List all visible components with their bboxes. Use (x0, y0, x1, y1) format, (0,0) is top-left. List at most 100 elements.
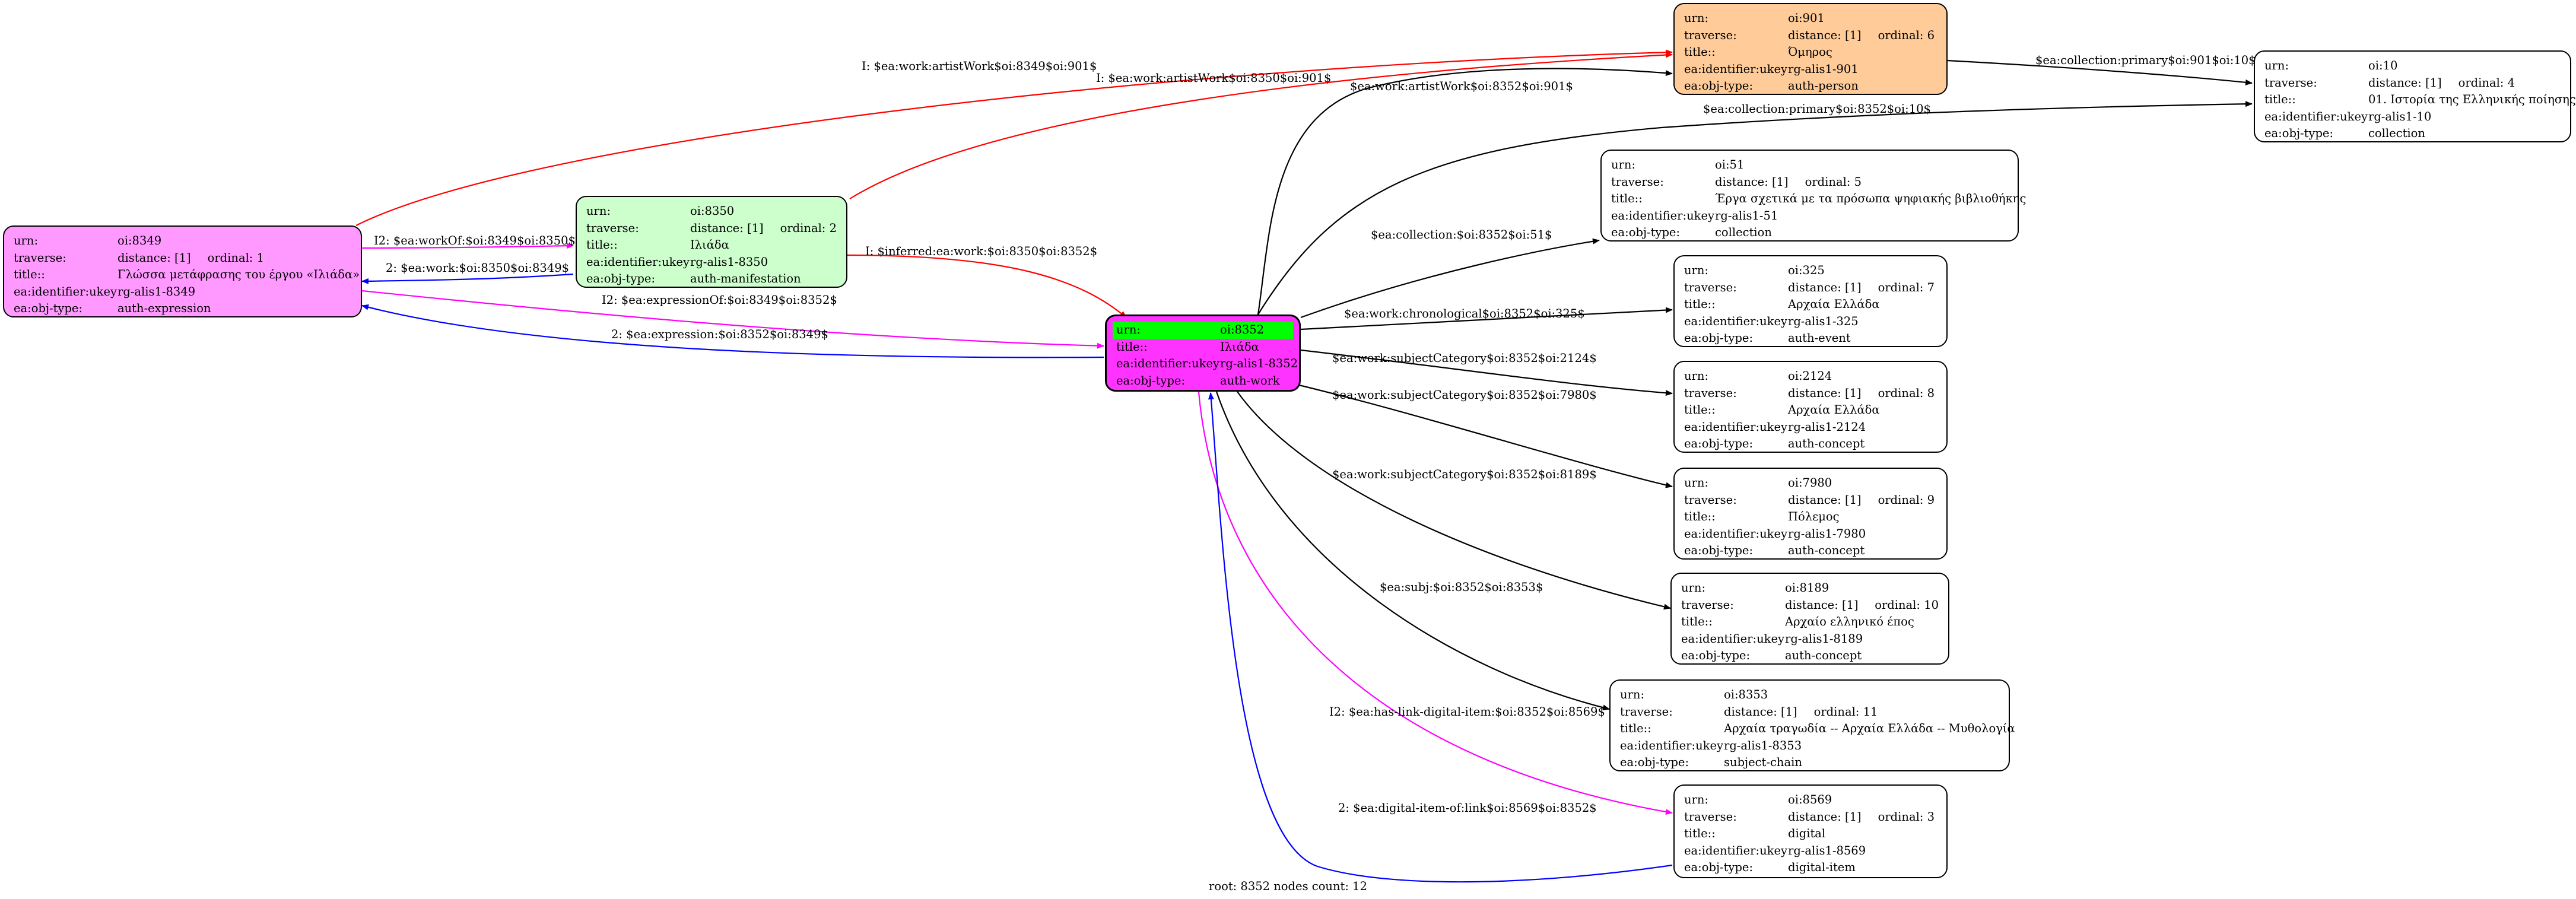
objtype-value: collection (1715, 225, 1772, 239)
edge-8352-51 (1300, 238, 1600, 319)
node-8349[interactable]: urn:oi:8349 traverse:distance: [1]ordina… (3, 225, 362, 317)
objtype-value: auth-concept (1788, 437, 1865, 450)
urn-value: oi:8350 (690, 204, 735, 218)
distance-value: distance: [1] (1788, 386, 1862, 400)
node-8189[interactable]: urn:oi:8189 traverse:distance: [1]ordina… (1670, 573, 1949, 665)
urn-value: oi:51 (1715, 158, 1745, 171)
node-51[interactable]: urn:oi:51 traverse:distance: [1]ordinal:… (1600, 150, 2026, 242)
field-label: ea:obj-type: (1684, 79, 1754, 93)
field-label: traverse: (1620, 704, 1673, 719)
urn-value: oi:2124 (1788, 369, 1832, 383)
field-label: traverse: (586, 221, 639, 235)
field-label: ea:identifier:ukey (14, 284, 117, 298)
field-label: urn: (1684, 476, 1709, 490)
field-label: ea:identifier:ukey (1681, 631, 1784, 646)
field-label: ea:identifier:ukey (1684, 314, 1787, 328)
field-label: title:: (1681, 615, 1713, 628)
field-label: urn: (1684, 11, 1709, 25)
edge-label: I2: $ea:expressionOf:$oi:8349$oi:8352$ (602, 293, 837, 307)
field-label: ea:obj-type: (1684, 544, 1754, 557)
ordinal-value: ordinal: 6 (1878, 28, 1935, 42)
field-label: urn: (1684, 369, 1709, 383)
field-label: title:: (1684, 403, 1716, 417)
field-label: title:: (1684, 297, 1716, 311)
edge-8352-8569 (1198, 391, 1673, 815)
urn-value: oi:10 (2368, 59, 2398, 72)
field-label: title:: (586, 238, 618, 252)
distance-value: distance: [1] (2368, 75, 2442, 90)
field-label: ea:identifier:ukey (2264, 109, 2368, 123)
node-8569[interactable]: urn:oi:8569 traverse:distance: [1]ordina… (1673, 784, 1948, 878)
title-value: Έργα σχετικά με τα πρόσωπα ψηφιακής βιβλ… (1715, 192, 2027, 205)
edge-label: $ea:work:chronological$oi:8352$oi:325$ (1344, 307, 1585, 320)
edge-8352-325 (1300, 307, 1673, 331)
node-10[interactable]: urn:oi:10 traverse:distance: [1]ordinal:… (2254, 50, 2576, 142)
edge-label: I2: $ea:has-link-digital-item:$oi:8352$o… (1329, 705, 1605, 719)
node-8350[interactable]: urn:oi:8350 traverse:distance: [1]ordina… (576, 196, 847, 288)
field-label: traverse: (2264, 75, 2317, 90)
ordinal-value: ordinal: 5 (1805, 174, 1862, 189)
field-label: urn: (1684, 263, 1709, 277)
node-325[interactable]: urn:oi:325 traverse:distance: [1]ordinal… (1673, 255, 1948, 347)
distance-value: distance: [1] (1788, 28, 1862, 42)
edge-8350-8352 (847, 254, 1127, 318)
objtype-value: auth-event (1788, 331, 1851, 345)
ordinal-value: ordinal: 10 (1875, 598, 1939, 612)
field-label: ea:obj-type: (1611, 225, 1681, 239)
ordinal-value: ordinal: 9 (1878, 493, 1935, 507)
node-8352-root[interactable]: urn:oi:8352 title::Ιλιάδα ea:identifier:… (1105, 315, 1301, 392)
field-label: ea:identifier:ukey (1116, 357, 1219, 370)
node-8353[interactable]: urn:oi:8353 traverse:distance: [1]ordina… (1609, 679, 2015, 771)
objtype-value: digital-item (1788, 860, 1856, 874)
ordinal-value: ordinal: 8 (1878, 386, 1935, 400)
ordinal-value: ordinal: 4 (2458, 75, 2515, 90)
ukey-value: rg-alis1-8189 (1785, 631, 1863, 646)
title-value: Αρχαία Ελλάδα (1788, 297, 1880, 311)
distance-value: distance: [1] (1785, 598, 1859, 612)
edge-label: $ea:work:subjectCategory$oi:8352$oi:7980… (1332, 388, 1597, 402)
edge-901-10 (1947, 59, 2253, 85)
field-label: ea:identifier:ukey (586, 255, 690, 269)
objtype-value: collection (2368, 126, 2425, 140)
node-2124[interactable]: urn:oi:2124 traverse:distance: [1]ordina… (1673, 361, 1948, 453)
field-label: ea:identifier:ukey (1611, 208, 1714, 223)
field-label: title:: (1620, 722, 1651, 735)
ordinal-value: ordinal: 7 (1878, 280, 1935, 294)
edge-label: I2: $ea:workOf:$oi:8349$oi:8350$ (374, 234, 576, 247)
field-label: traverse: (1684, 28, 1737, 42)
node-7980[interactable]: urn:oi:7980 traverse:distance: [1]ordina… (1673, 468, 1948, 560)
field-label: ea:identifier:ukey (1684, 420, 1787, 434)
title-value: Γλώσσα μετάφρασης του έργου «Ιλιάδα» (117, 268, 360, 281)
field-label: ea:obj-type: (586, 272, 656, 285)
ukey-value: rg-alis1-10 (2368, 109, 2432, 123)
field-label: traverse: (1684, 493, 1737, 507)
node-901[interactable]: urn:oi:901 traverse:distance: [1]ordinal… (1673, 3, 1948, 95)
field-label: ea:obj-type: (1620, 755, 1689, 769)
ukey-value: rg-alis1-7980 (1788, 526, 1866, 541)
edge-8352-10 (1257, 101, 2253, 315)
distance-value: distance: [1] (1788, 809, 1862, 824)
distance-value: distance: [1] (1724, 704, 1797, 719)
distance-value: distance: [1] (1715, 174, 1789, 189)
urn-value: oi:8189 (1785, 581, 1829, 595)
title-value: 01. Ιστορία της Ελληνικής ποίησης (2368, 93, 2576, 106)
ukey-value: rg-alis1-8352 (1220, 357, 1298, 370)
edge-label: $ea:subj:$oi:8352$oi:8353$ (1380, 580, 1543, 594)
ukey-value: rg-alis1-325 (1788, 314, 1859, 328)
field-label: ea:identifier:ukey (1684, 62, 1787, 76)
field-label: ea:identifier:ukey (1684, 526, 1787, 541)
objtype-value: auth-manifestation (690, 272, 801, 285)
field-label: ea:obj-type: (1684, 437, 1754, 450)
ukey-value: rg-alis1-8349 (117, 284, 196, 298)
field-label: traverse: (14, 250, 66, 265)
distance-value: distance: [1] (690, 221, 764, 235)
title-value: Αρχαία Ελλάδα (1788, 403, 1880, 417)
field-label: urn: (586, 204, 611, 218)
edge-label: I: $ea:work:artistWork$oi:8349$oi:901$ (862, 59, 1097, 73)
field-label: ea:obj-type: (1681, 649, 1751, 662)
edge-8352-8189 (1237, 391, 1671, 610)
distance-value: distance: [1] (1788, 493, 1862, 507)
field-label: ea:identifier:ukey (1620, 738, 1723, 752)
urn-value: oi:8569 (1788, 793, 1832, 806)
edge-8349-901 (355, 49, 1673, 226)
